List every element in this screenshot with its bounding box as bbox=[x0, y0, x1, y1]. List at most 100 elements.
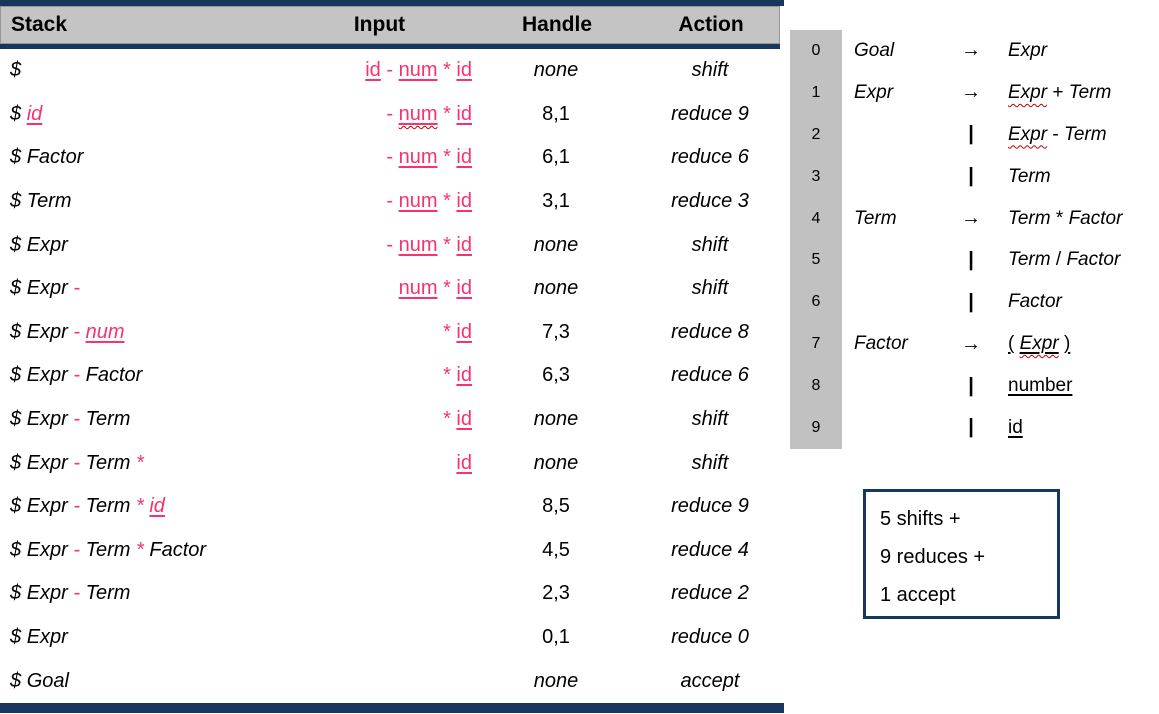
stack-cell: $ Expr - Term * bbox=[0, 452, 285, 475]
stack-cell: $ Goal bbox=[0, 670, 285, 693]
handle-cell: 2,3 bbox=[542, 582, 570, 605]
handle-cell: 3,1 bbox=[542, 190, 570, 213]
summary-box: 5 shifts + 9 reduces + 1 accept bbox=[863, 489, 1060, 619]
token: $ bbox=[10, 233, 22, 256]
token: id bbox=[365, 59, 381, 82]
top-rule-line bbox=[0, 0, 784, 6]
token: - bbox=[386, 102, 394, 125]
token: $ bbox=[10, 626, 22, 649]
rule-number: 5 bbox=[790, 239, 842, 282]
stack-cell: $ Expr - Term * Factor bbox=[0, 539, 285, 562]
rule-rhs: Term * Factor bbox=[1000, 208, 1159, 230]
token: id bbox=[1008, 416, 1023, 438]
token: Expr bbox=[26, 408, 68, 431]
action-cell: shift bbox=[691, 59, 729, 82]
token: ) bbox=[1063, 333, 1071, 355]
action-cell: reduce 4 bbox=[671, 538, 749, 561]
token: * bbox=[443, 364, 451, 387]
handle-cell: none bbox=[533, 277, 579, 300]
token: Expr bbox=[1008, 124, 1047, 145]
token: * bbox=[443, 102, 451, 125]
grammar-rule-row: 5|Term / Factor bbox=[790, 239, 1159, 282]
token: - bbox=[386, 59, 394, 82]
token: id bbox=[456, 277, 472, 300]
token: Term bbox=[85, 495, 131, 518]
alternative-pipe: | bbox=[968, 374, 974, 397]
token: Factor bbox=[1008, 291, 1062, 313]
input-cell: id - num * id bbox=[285, 59, 472, 82]
stack-cell: $ bbox=[0, 59, 285, 82]
token: * bbox=[1055, 207, 1064, 229]
token: id bbox=[456, 190, 472, 213]
handle-cell: 7,3 bbox=[542, 320, 570, 343]
column-header-action: Action bbox=[678, 13, 744, 36]
token: $ bbox=[10, 364, 22, 387]
stack-cell: $ Expr - Term * id bbox=[0, 495, 285, 518]
rule-rhs: Term / Factor bbox=[1000, 249, 1159, 271]
stack-cell: $ Expr bbox=[0, 234, 285, 257]
stack-cell: $ Expr - Factor bbox=[0, 364, 285, 387]
token: - bbox=[73, 495, 81, 518]
handle-cell: none bbox=[533, 451, 579, 474]
header-rule-line bbox=[0, 44, 780, 49]
squiggle-token: Expr bbox=[1008, 123, 1048, 145]
column-header-stack: Stack bbox=[11, 13, 68, 36]
column-header-handle: Handle bbox=[521, 13, 592, 36]
token: $ bbox=[10, 277, 22, 300]
token: Factor bbox=[1068, 207, 1123, 229]
parse-table-header: Stack Input Handle Action bbox=[0, 6, 780, 44]
rule-rhs: Expr + Term bbox=[1000, 82, 1159, 104]
column-header-input: Input bbox=[353, 13, 406, 36]
token: $ bbox=[10, 669, 22, 692]
rule-number: 0 bbox=[790, 30, 842, 72]
token: num bbox=[398, 190, 438, 213]
token: Factor bbox=[26, 146, 84, 169]
alternative-pipe: | bbox=[968, 416, 974, 439]
stack-cell: $ Expr - Term bbox=[0, 408, 285, 431]
stack-cell: $ Term bbox=[0, 190, 285, 213]
token: $ bbox=[10, 102, 22, 125]
token: num bbox=[398, 146, 438, 169]
stack-cell: $ Expr - bbox=[0, 277, 285, 300]
token: * bbox=[136, 451, 144, 474]
input-cell: * id bbox=[285, 321, 472, 344]
token: Factor bbox=[85, 364, 143, 387]
token: * bbox=[443, 277, 451, 300]
token: * bbox=[443, 233, 451, 256]
token: - bbox=[73, 538, 81, 561]
rule-number: 7 bbox=[790, 323, 842, 366]
stack-cell: $ Expr bbox=[0, 626, 285, 649]
token: Term bbox=[26, 190, 72, 213]
arrow-icon: → bbox=[961, 207, 981, 229]
handle-cell: 6,3 bbox=[542, 364, 570, 387]
rule-lhs: Goal bbox=[854, 39, 895, 61]
token: id bbox=[456, 364, 472, 387]
token: ( bbox=[1008, 333, 1015, 355]
action-cell: shift bbox=[691, 451, 729, 474]
token: id bbox=[456, 320, 472, 343]
handle-cell: none bbox=[533, 233, 579, 256]
token: - bbox=[386, 146, 394, 169]
token: id bbox=[26, 102, 43, 125]
grammar-rule-row: 6|Factor bbox=[790, 281, 1159, 324]
action-cell: reduce 9 bbox=[671, 102, 749, 125]
token: Expr bbox=[26, 495, 68, 518]
token: * bbox=[443, 408, 451, 431]
summary-line-shifts: 5 shifts + bbox=[880, 508, 961, 530]
token: Term bbox=[85, 408, 131, 431]
rule-rhs: Factor bbox=[1000, 291, 1159, 313]
token: Term bbox=[1008, 207, 1051, 229]
